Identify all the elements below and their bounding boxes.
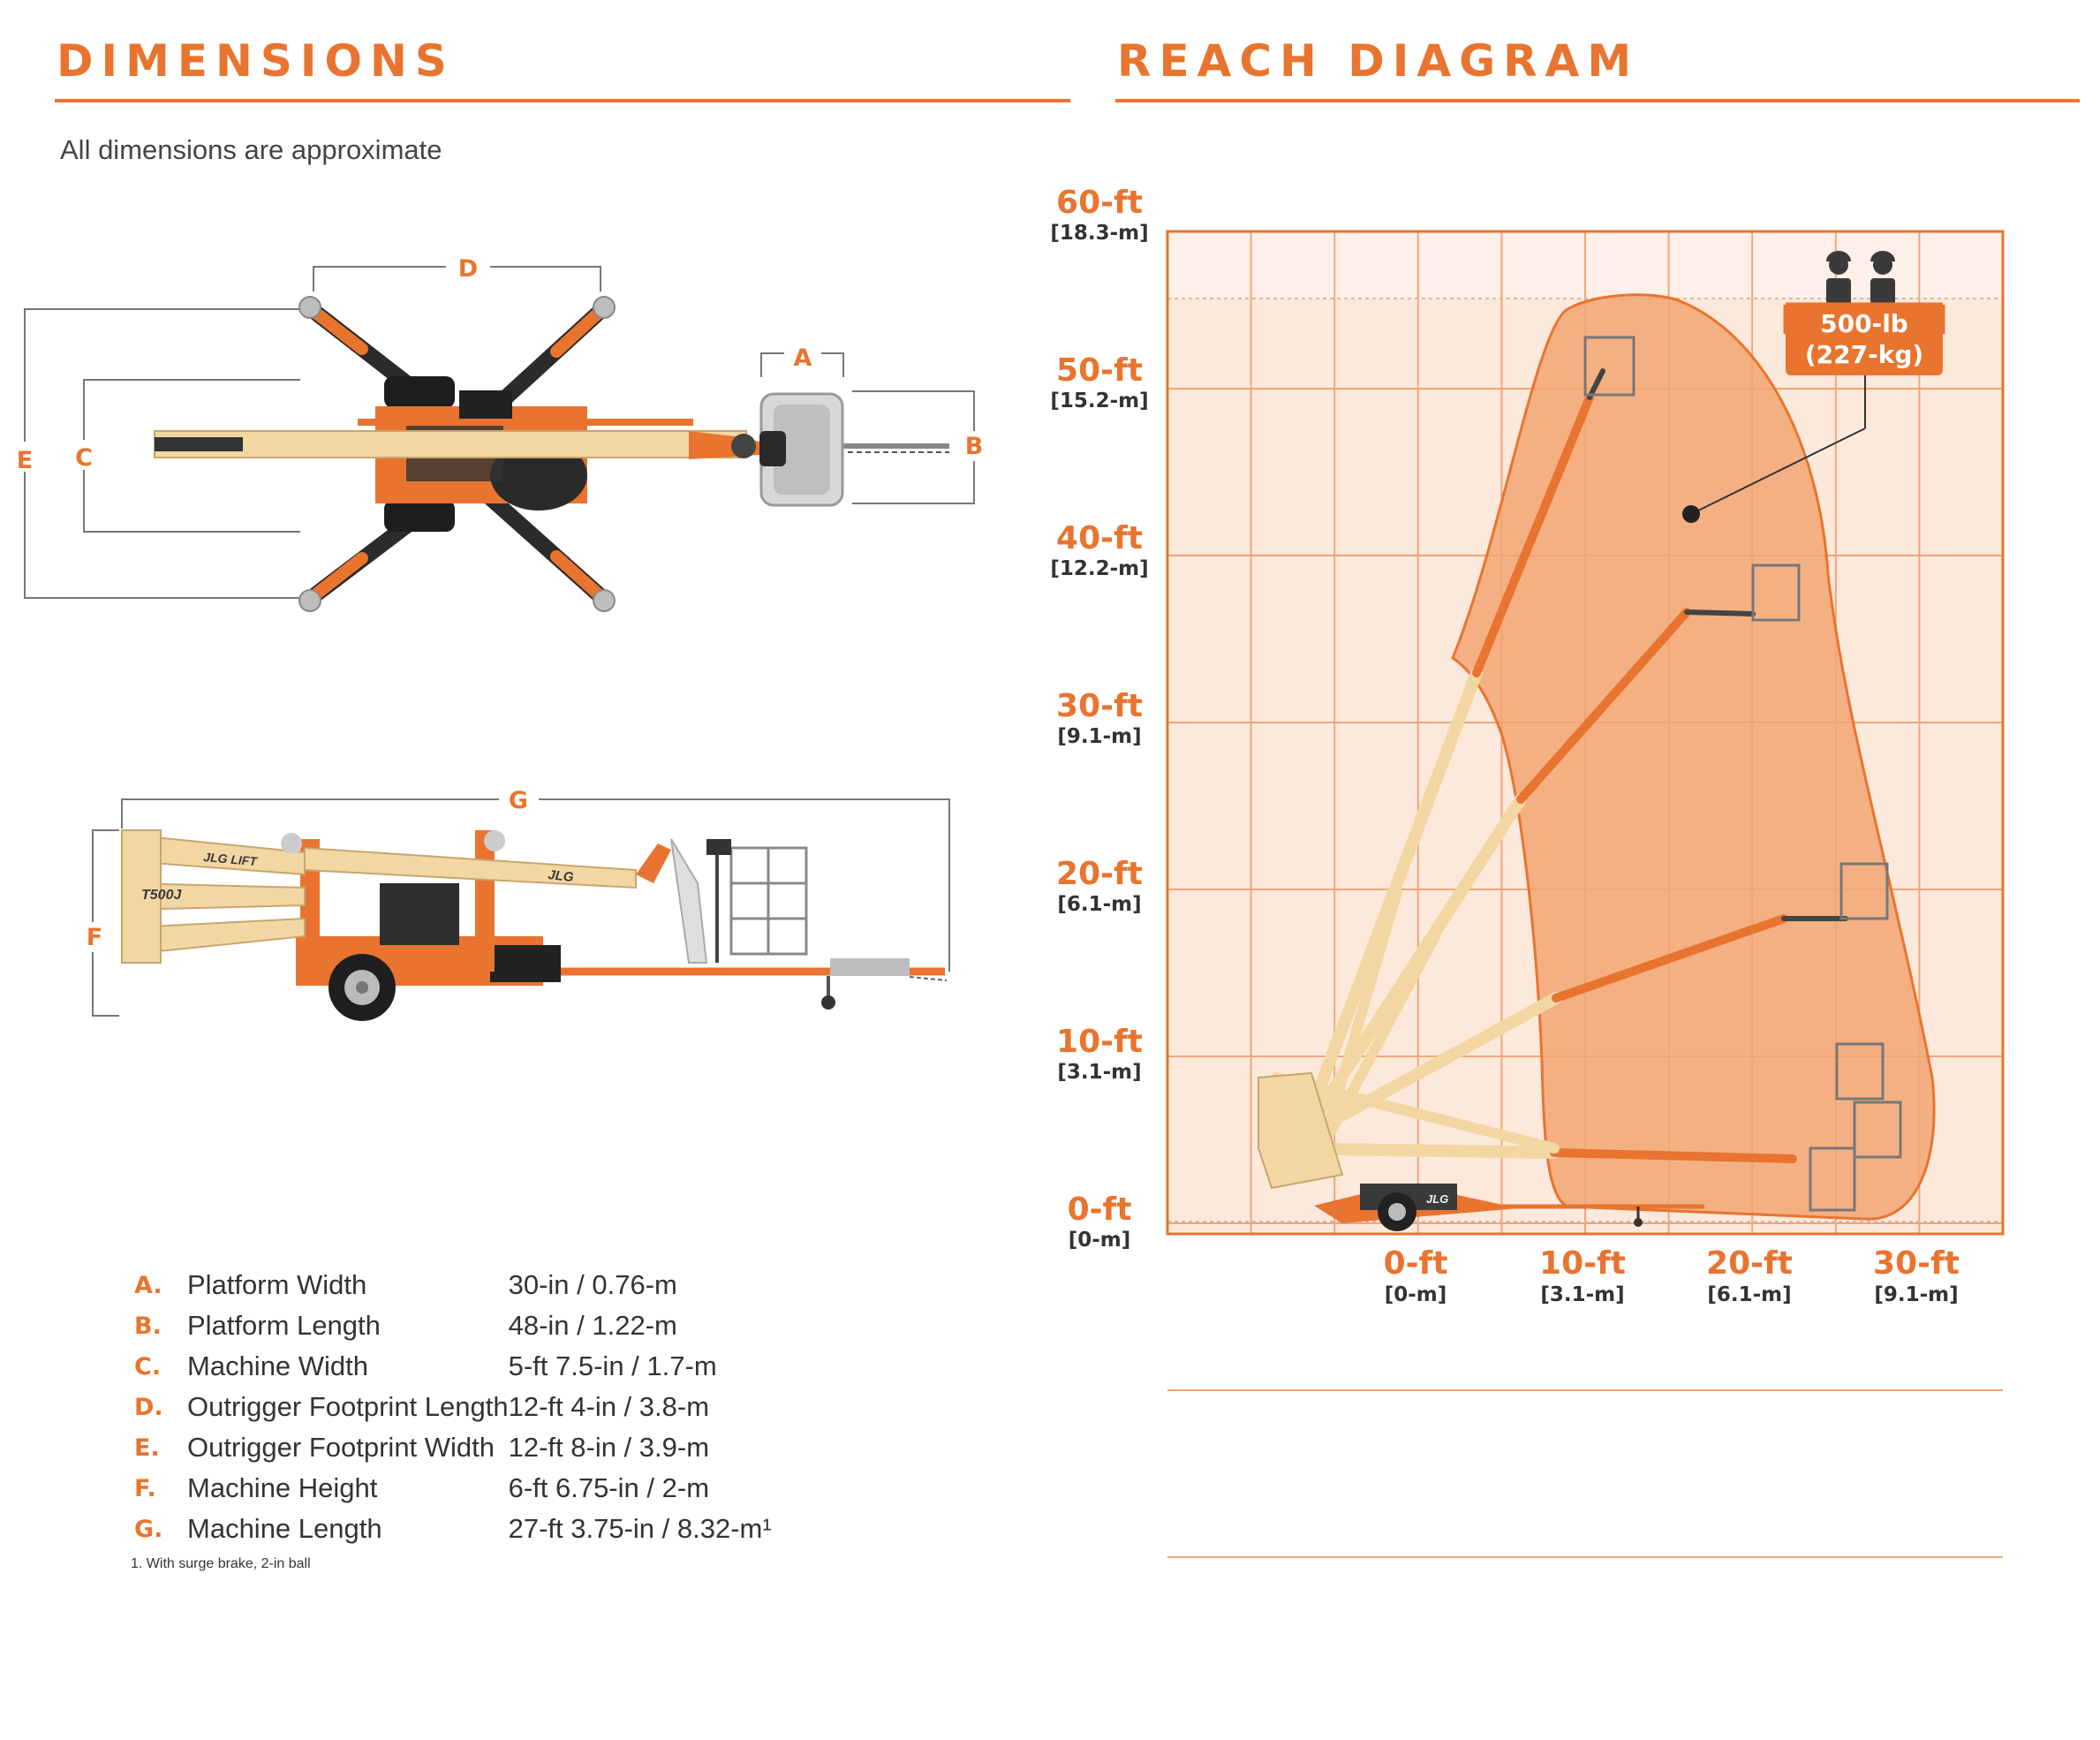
x-tick: 30-ft[9.1-m]: [1873, 1245, 1960, 1306]
y-tick: 30-ft[9.1-m]: [1056, 688, 1143, 748]
spec-footnote: 1. With surge brake, 2-in ball: [131, 1556, 311, 1571]
reach-diagram: JLG 500-lb (227-kg): [1050, 185, 2005, 1558]
label-a: A: [794, 344, 812, 372]
boom-positions: [1265, 368, 1848, 1163]
spec-letter: E.: [134, 1434, 160, 1462]
x-tick: 0-ft[0-m]: [1384, 1245, 1448, 1306]
x-tick-ft: 0-ft: [1384, 1245, 1448, 1282]
y-tick: 50-ft[15.2-m]: [1050, 352, 1148, 412]
y-tick: 40-ft[12.2-m]: [1050, 520, 1148, 580]
spec-value: 27-ft 3.75-in / 8.32-m¹: [508, 1513, 772, 1544]
dimensions-title: DIMENSIONS: [57, 35, 455, 87]
spec-value: 6-ft 6.75-in / 2-m: [508, 1472, 710, 1503]
spec-row: C. Machine Width 5-ft 7.5-in / 1.7-m: [134, 1346, 772, 1387]
spec-value: 12-ft 8-in / 3.9-m: [508, 1432, 710, 1463]
model-label-text: T500J: [141, 888, 182, 903]
y-tick-m: [0-m]: [1069, 1229, 1131, 1252]
y-axis-ticks: 60-ft[18.3-m] 50-ft[15.2-m] 40-ft[12.2-m] 3…: [1050, 185, 1148, 1252]
x-tick-m: [3.1-m]: [1540, 1283, 1624, 1306]
y-tick-ft: 10-ft: [1056, 1024, 1143, 1060]
workers-icon: [1826, 251, 1895, 305]
x-tick-m: [6.1-m]: [1707, 1283, 1791, 1306]
y-tick-m: [6.1-m]: [1057, 893, 1141, 916]
boom-side-view: [121, 829, 637, 964]
y-tick-ft: 60-ft: [1056, 185, 1143, 221]
x-tick-m: [9.1-m]: [1874, 1283, 1958, 1306]
spec-name: Platform Width: [187, 1269, 367, 1300]
spec-letter: A.: [134, 1271, 162, 1299]
spec-row: G. Machine Length 27-ft 3.75-in / 8.32-m¹: [134, 1509, 772, 1549]
label-e: E: [17, 447, 33, 474]
spec-row: A. Platform Width 30-in / 0.76-m: [134, 1265, 772, 1305]
side-view-diagram: G F JLG LIFT T500J JLG: [81, 787, 950, 1021]
x-tick: 10-ft[3.1-m]: [1539, 1245, 1626, 1306]
boom-label-text: JLG LIFT: [203, 850, 259, 868]
y-tick: 20-ft[6.1-m]: [1056, 856, 1143, 916]
y-tick-m: [12.2-m]: [1050, 557, 1148, 580]
label-c: C: [75, 444, 93, 472]
y-tick: 0-ft[0-m]: [1068, 1192, 1132, 1252]
spec-letter: D.: [134, 1393, 163, 1421]
reach-rule: [1115, 99, 2080, 102]
reach-diagram-title: REACH DIAGRAM: [1117, 35, 1640, 87]
spec-letter: F.: [134, 1474, 156, 1502]
spec-name: Outrigger Footprint Width: [187, 1432, 495, 1463]
spec-name: Machine Length: [187, 1513, 382, 1544]
reach-base-machine: JLG: [1314, 1184, 1704, 1231]
dimensions-rule: [55, 99, 1070, 102]
y-tick-ft: 0-ft: [1068, 1192, 1132, 1228]
y-tick-ft: 40-ft: [1056, 520, 1143, 556]
tire-top: [384, 376, 455, 408]
label-d: D: [458, 255, 478, 283]
spec-letter: B.: [134, 1312, 162, 1340]
capacity-kg: (227-kg): [1805, 340, 1923, 369]
spec-name: Machine Height: [187, 1472, 378, 1503]
spec-row: B. Platform Length 48-in / 1.22-m: [134, 1305, 772, 1346]
x-tick-m: [0-m]: [1385, 1283, 1447, 1306]
label-b: B: [965, 433, 984, 460]
reach-plot-frame: [1166, 230, 2005, 1236]
y-tick-ft: 20-ft: [1056, 856, 1143, 892]
y-tick-m: [15.2-m]: [1050, 390, 1148, 412]
y-tick-m: [18.3-m]: [1050, 222, 1148, 245]
brand-label-reach: JLG: [1426, 1192, 1448, 1206]
capacity-lb: 500-lb: [1820, 309, 1908, 338]
spec-name: Platform Length: [187, 1310, 381, 1341]
spec-value: 30-in / 0.76-m: [508, 1269, 677, 1300]
y-tick-m: [9.1-m]: [1057, 725, 1141, 748]
y-tick: 60-ft[18.3-m]: [1050, 185, 1148, 245]
x-tick-ft: 10-ft: [1539, 1245, 1626, 1282]
x-axis-ticks: 0-ft[0-m] 10-ft[3.1-m] 20-ft[6.1-m] 30-ft[9…: [1384, 1245, 1960, 1306]
top-view-diagram: D E C A B: [12, 254, 987, 612]
spec-name: Outrigger Footprint Length: [187, 1391, 509, 1422]
spec-value: 5-ft 7.5-in / 1.7-m: [508, 1350, 717, 1381]
label-g: G: [509, 787, 528, 814]
basket-positions: [1583, 336, 1902, 1212]
y-tick-ft: 30-ft: [1056, 688, 1143, 724]
platform-side-view: [729, 846, 808, 956]
spec-row: F. Machine Height 6-ft 6.75-in / 2-m: [134, 1468, 772, 1509]
boom-top-view: [154, 430, 747, 458]
y-tick-m: [3.1-m]: [1057, 1061, 1141, 1084]
platform-capacity-callout: 500-lb (227-kg): [1682, 251, 1945, 523]
x-tick-ft: 30-ft: [1873, 1245, 1960, 1282]
spec-value: 12-ft 4-in / 3.8-m: [508, 1391, 710, 1422]
x-tick-ft: 20-ft: [1706, 1245, 1793, 1282]
label-f: F: [87, 924, 102, 951]
spec-value: 48-in / 1.22-m: [508, 1310, 677, 1341]
y-tick-ft: 50-ft: [1056, 352, 1143, 389]
tire-bottom: [384, 500, 455, 532]
spec-row: E. Outrigger Footprint Width 12-ft 8-in / …: [134, 1427, 772, 1468]
spec-letter: C.: [134, 1352, 162, 1381]
spec-name: Machine Width: [187, 1350, 369, 1381]
spec-letter: G.: [134, 1515, 163, 1543]
approximate-note: All dimensions are approximate: [60, 134, 442, 165]
y-tick: 10-ft[3.1-m]: [1056, 1024, 1143, 1084]
x-tick: 20-ft[6.1-m]: [1706, 1245, 1793, 1306]
brand-label-side: JLG: [548, 867, 575, 885]
